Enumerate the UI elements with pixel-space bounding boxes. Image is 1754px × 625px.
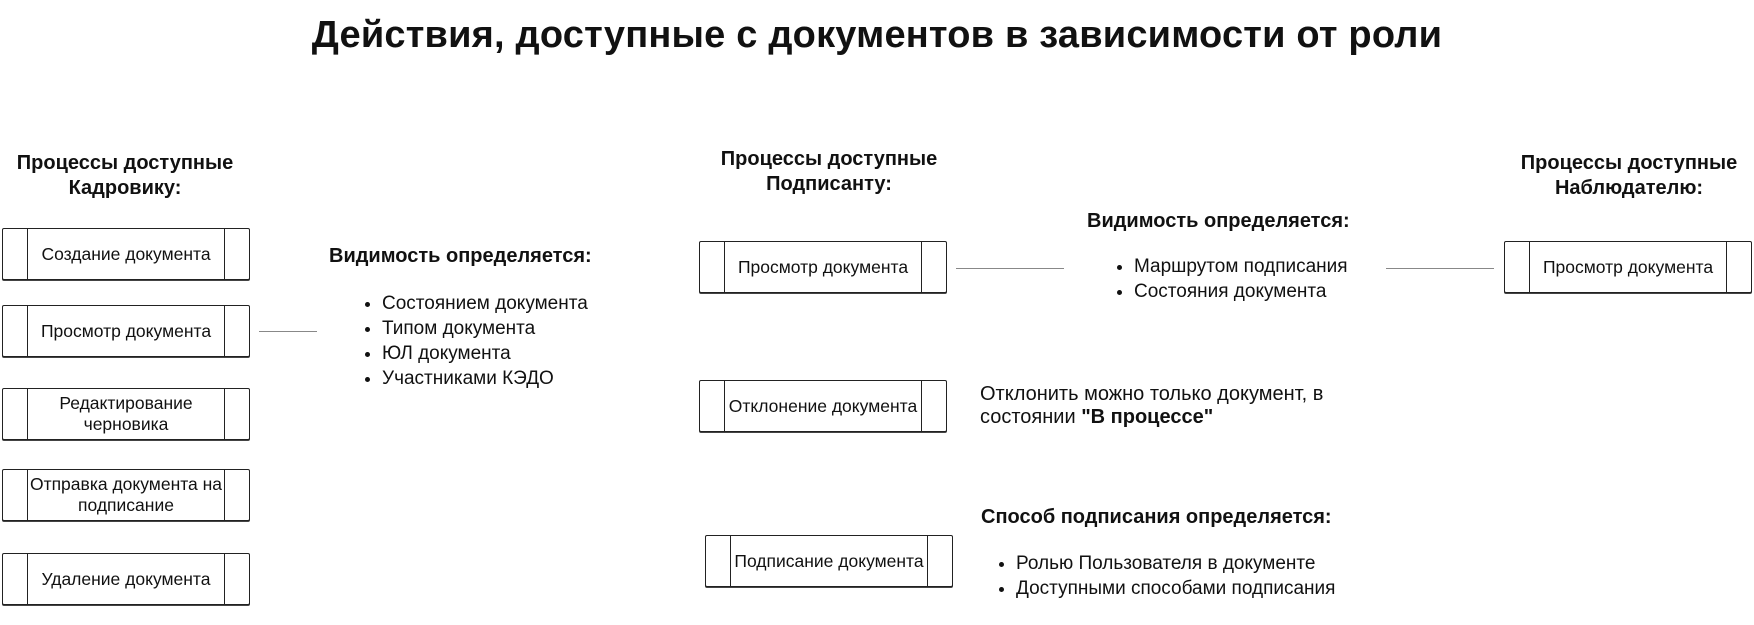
process-label: Удаление документа xyxy=(41,568,211,589)
process-label: Подписание документа xyxy=(734,550,924,571)
list-item: Состояния документа xyxy=(1134,279,1348,304)
reject-note-text: Отклонить можно только документ, в состо… xyxy=(980,383,1324,428)
process-view-document-signer: Просмотр документа xyxy=(699,241,947,293)
signer-visibility-list: Маршрутом подписания Состояния документа xyxy=(1108,254,1348,304)
hr-column-heading: Процессы доступные Кадровику: xyxy=(16,152,234,199)
hr-visibility-list: Состоянием документа Типом документа ЮЛ … xyxy=(356,291,588,391)
signer-visibility-heading: Видимость определяется: xyxy=(1087,210,1350,232)
process-label: Отклонение документа xyxy=(728,395,918,416)
process-label: Редактирование черновика xyxy=(59,393,193,434)
process-view-document-observer: Просмотр документа xyxy=(1504,241,1752,293)
list-item: Типом документа xyxy=(382,316,588,341)
signing-method-heading: Способ подписания определяется: xyxy=(981,506,1332,528)
list-item: Участниками КЭДО xyxy=(382,366,588,391)
reject-note-state: "В процессе" xyxy=(1081,406,1214,428)
process-create-document: Создание документа xyxy=(2,228,250,280)
process-delete-document: Удаление документа xyxy=(2,553,250,605)
process-sign-document: Подписание документа xyxy=(705,535,953,587)
process-label: Просмотр документа xyxy=(1542,256,1714,277)
page-title: Действия, доступные с документов в завис… xyxy=(311,14,1443,56)
process-reject-document: Отклонение документа xyxy=(699,380,947,432)
connector-line xyxy=(956,268,1064,269)
list-item: Состоянием документа xyxy=(382,291,588,316)
process-label: Создание документа xyxy=(41,243,211,264)
list-item: Ролью Пользователя в документе xyxy=(1016,551,1335,576)
signing-method-list: Ролью Пользователя в документе Доступным… xyxy=(990,551,1335,601)
process-label: Просмотр документа xyxy=(40,320,212,341)
connector-line xyxy=(1386,268,1494,269)
process-label: Отправка документа на подписание xyxy=(29,474,223,515)
process-label: Просмотр документа xyxy=(737,256,909,277)
signer-column-heading: Процессы доступные Подписанту: xyxy=(720,148,938,195)
list-item: Маршрутом подписания xyxy=(1134,254,1348,279)
process-view-document: Просмотр документа xyxy=(2,305,250,357)
process-send-for-signing: Отправка документа на подписание xyxy=(2,469,250,521)
observer-column-heading: Процессы доступные Наблюдателю: xyxy=(1520,152,1738,199)
process-edit-draft: Редактирование черновика xyxy=(2,388,250,440)
reject-note: Отклонить можно только документ, в состо… xyxy=(980,383,1360,429)
connector-line xyxy=(259,331,317,332)
list-item: ЮЛ документа xyxy=(382,341,588,366)
list-item: Доступными способами подписания xyxy=(1016,576,1335,601)
hr-visibility-heading: Видимость определяется: xyxy=(329,245,592,267)
